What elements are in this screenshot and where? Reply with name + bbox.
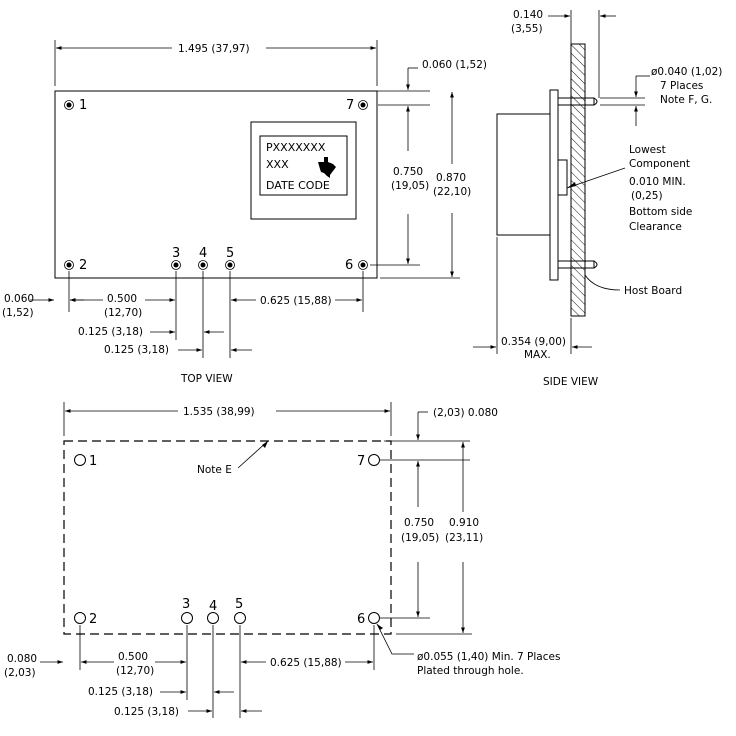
top-view-caption: TOP VIEW [180,373,233,385]
pin-number-5: 5 [226,246,234,261]
hole-note-line2: Plated through hole. [417,665,524,677]
top-right-inset-dimension: 0.060 (1,52) [422,59,487,71]
host-board [570,43,586,317]
clearance-line4: Clearance [629,221,682,233]
footprint-right-inset: (2,03) 0.080 [433,407,498,419]
top-pitch-625: 0.625 (15,88) [260,295,332,307]
top-view-pin-1: 1 [64,98,87,113]
label-date-code: DATE CODE [266,179,330,192]
hole-number-5: 5 [235,597,243,612]
side-thickness-mm: (3,55) [511,23,543,35]
label-xxx: XXX [266,158,289,171]
footprint-height-in: 0.910 [449,517,479,529]
footprint-pitch-500-mm: (12,70) [116,665,154,677]
hole-number-2: 2 [89,612,97,627]
side-view: 0.140 (3,55) ø0.040 (1,02) 7 Places Note… [473,9,722,388]
top-left-inset-in: 0.060 [4,293,34,305]
footprint-left-inset-in: 0.080 [7,653,37,665]
hole-number-7: 7 [357,454,365,469]
footprint-hole-2: 2 [74,612,97,627]
top-left-inset-mm: (1,52) [2,307,34,319]
footprint-pitch-125-a: 0.125 (3,18) [88,686,153,698]
top-pitch-500-mm: (12,70) [104,307,142,319]
top-height-in: 0.870 [436,172,466,184]
pin-number-2: 2 [79,258,87,273]
top-width-dimension: 1.495 (37,97) [178,43,250,55]
hole-number-4: 4 [209,599,217,614]
footprint-pitch-500-in: 0.500 [118,651,148,663]
texas-logo-icon [318,157,336,178]
note-e-label: Note E [197,464,232,476]
pin-dia-line2: 7 Places [660,80,703,92]
top-pitch-500-in: 0.500 [107,293,137,305]
footprint-view: 1 2 3 4 5 6 7 1.535 (38,99) [4,402,560,718]
footprint-hole-1: 1 [74,454,97,469]
top-view: PXXXXXXX XXX DATE CODE 1 2 3 4 5 6 [2,40,487,385]
footprint-hole-5: 5 [234,597,246,624]
top-pitch-125-a: 0.125 (3,18) [78,326,143,338]
pin-number-4: 4 [199,246,207,261]
top-view-label-inner [259,135,348,196]
side-height-max: MAX. [524,349,551,361]
top-view-pin-6: 6 [345,258,368,273]
footprint-width-dimension: 1.535 (38,99) [183,406,255,418]
footprint-hole-3: 3 [181,597,193,624]
footprint-outline [63,440,392,635]
side-height-dimension: 0.354 (9,00) [501,336,566,348]
lowest-component-line1: Lowest [629,144,666,156]
footprint-pitch-625: 0.625 (15,88) [270,657,342,669]
side-pin-upper [557,97,595,106]
footprint-hole-7: 7 [357,454,380,469]
side-thickness-in: 0.140 [513,9,543,21]
pin-number-6: 6 [345,258,353,273]
hole-number-6: 6 [357,612,365,627]
pin-number-3: 3 [172,246,180,261]
top-view-pin-2: 2 [64,258,87,273]
top-view-pin-3: 3 [171,246,181,270]
pin-dia-line1: ø0.040 (1,02) [651,66,722,78]
module-body [496,113,551,236]
footprint-hole-6: 6 [357,612,380,627]
side-pin-lower [557,260,595,269]
module-pcb [549,89,559,281]
footprint-pitch-125-b: 0.125 (3,18) [114,706,179,718]
hole-number-3: 3 [182,597,190,612]
host-board-label: Host Board [624,285,682,297]
footprint-left-inset-mm: (2,03) [4,667,36,679]
top-view-label-outer [250,121,357,220]
lowest-component-line2: Component [629,158,690,170]
hole-number-1: 1 [89,454,97,469]
footprint-hole-4: 4 [207,599,219,624]
clearance-line1: 0.010 MIN. [629,176,686,188]
clearance-line3: Bottom side [629,206,692,218]
top-height-mm: (22,10) [433,186,471,198]
side-view-caption: SIDE VIEW [543,376,599,388]
top-view-pin-5: 5 [225,246,235,270]
top-view-board-outline [54,90,378,279]
footprint-pin-span-in: 0.750 [404,517,434,529]
top-pin-span-mm: (19,05) [391,180,429,192]
lowest-component [557,159,568,196]
footprint-pin-span-mm: (19,05) [401,532,439,544]
pin-number-7: 7 [346,98,354,113]
clearance-line2: (0,25) [631,190,663,202]
hole-note-line1: ø0.055 (1,40) Min. 7 Places [417,651,560,663]
footprint-height-mm: (23,11) [445,532,483,544]
pin-number-1: 1 [79,98,87,113]
label-part-number: PXXXXXXX [266,141,326,154]
top-pitch-125-b: 0.125 (3,18) [104,344,169,356]
pin-dia-line3: Note F, G. [660,94,712,106]
top-pin-span-in: 0.750 [393,166,423,178]
top-view-pin-4: 4 [198,246,208,270]
top-view-pin-7: 7 [346,98,368,113]
